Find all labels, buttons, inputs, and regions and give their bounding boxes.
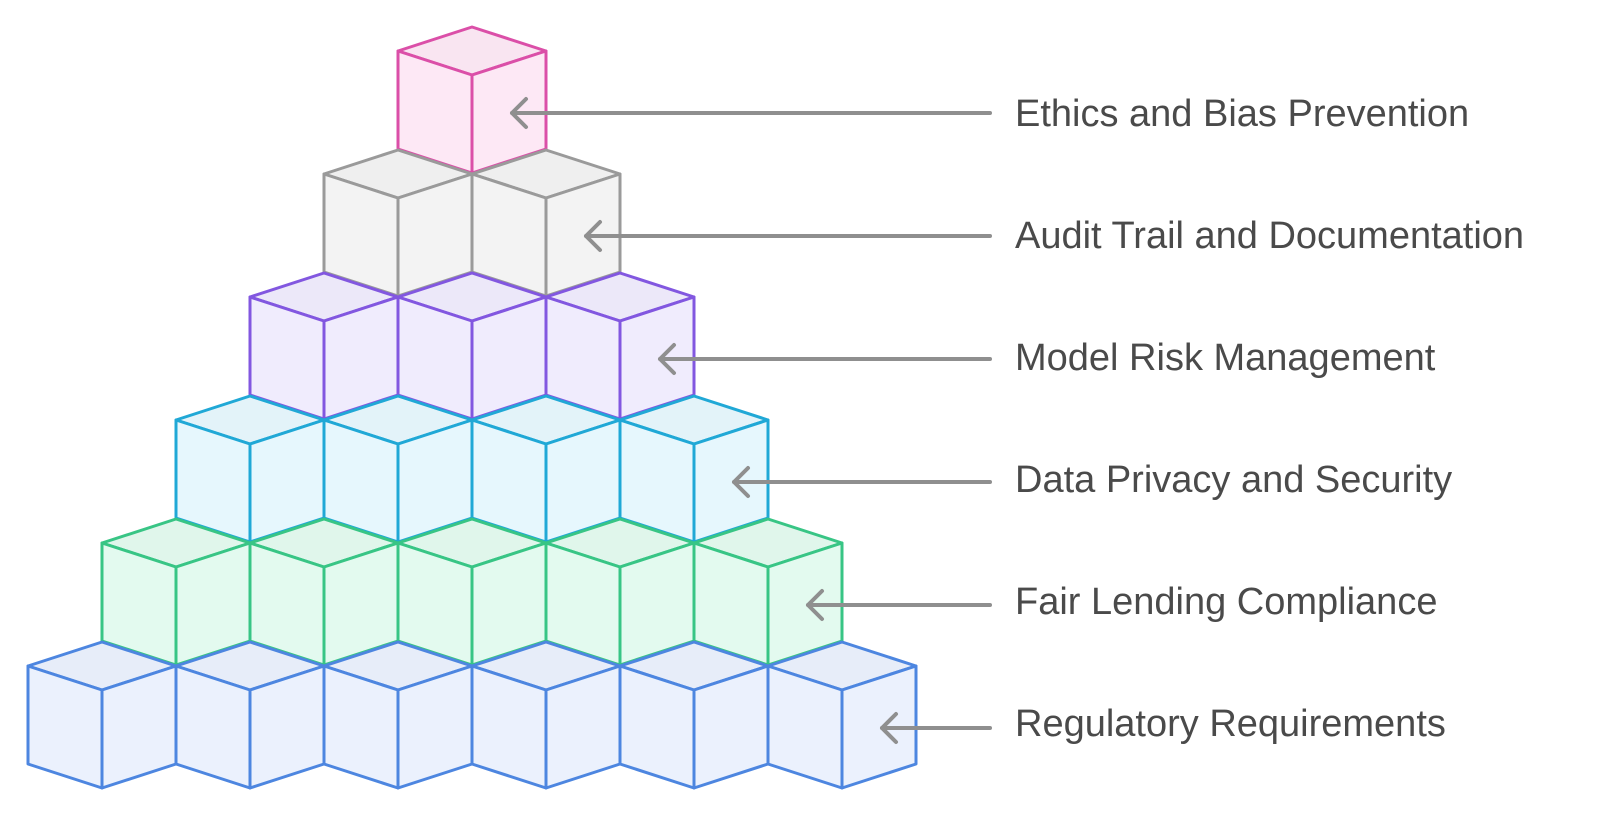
cube — [174, 394, 326, 544]
cube — [174, 640, 326, 790]
tier-label-fair-lending-compliance: Fair Lending Compliance — [1015, 581, 1437, 623]
cube — [26, 640, 178, 790]
labels-layer: Ethics and Bias Prevention Audit Trail a… — [1015, 93, 1524, 745]
tier-arrow-0 — [510, 97, 992, 129]
arrow-head-icon — [584, 220, 602, 252]
tier-arrow-2 — [658, 343, 992, 375]
cube — [322, 640, 474, 790]
cube — [396, 517, 548, 667]
tier-label-data-privacy-and-security: Data Privacy and Security — [1015, 459, 1452, 501]
tier-row-2 — [248, 271, 696, 421]
arrow-head-icon — [806, 589, 824, 621]
cube — [396, 271, 548, 421]
cube — [322, 148, 474, 298]
tier-arrow-3 — [732, 466, 992, 498]
arrow-head-icon — [732, 466, 750, 498]
cube — [618, 640, 770, 790]
tier-row-1 — [322, 148, 622, 298]
cube — [470, 394, 622, 544]
tier-arrow-1 — [584, 220, 992, 252]
cube — [470, 640, 622, 790]
cube — [766, 640, 918, 790]
cube — [248, 271, 400, 421]
tier-arrow-4 — [806, 589, 992, 621]
tier-row-0 — [396, 25, 548, 175]
cube — [396, 25, 548, 175]
cube — [544, 517, 696, 667]
tier-row-3 — [174, 394, 770, 544]
tier-row-5 — [26, 640, 918, 790]
tier-row-4 — [100, 517, 844, 667]
arrow-head-icon — [658, 343, 676, 375]
tier-label-audit-trail-and-documentation: Audit Trail and Documentation — [1015, 215, 1524, 257]
cube — [248, 517, 400, 667]
tier-label-model-risk-management: Model Risk Management — [1015, 337, 1436, 379]
arrows-layer — [510, 97, 992, 744]
tier-label-ethics-and-bias-prevention: Ethics and Bias Prevention — [1015, 93, 1469, 135]
tier-arrow-5 — [880, 712, 992, 744]
cube — [322, 394, 474, 544]
cubes-layer — [26, 25, 918, 790]
arrow-head-icon — [510, 97, 528, 129]
cube — [470, 148, 622, 298]
cube — [100, 517, 252, 667]
arrow-head-icon — [880, 712, 898, 744]
cube-right-face — [840, 664, 918, 790]
tier-label-regulatory-requirements: Regulatory Requirements — [1015, 703, 1446, 745]
